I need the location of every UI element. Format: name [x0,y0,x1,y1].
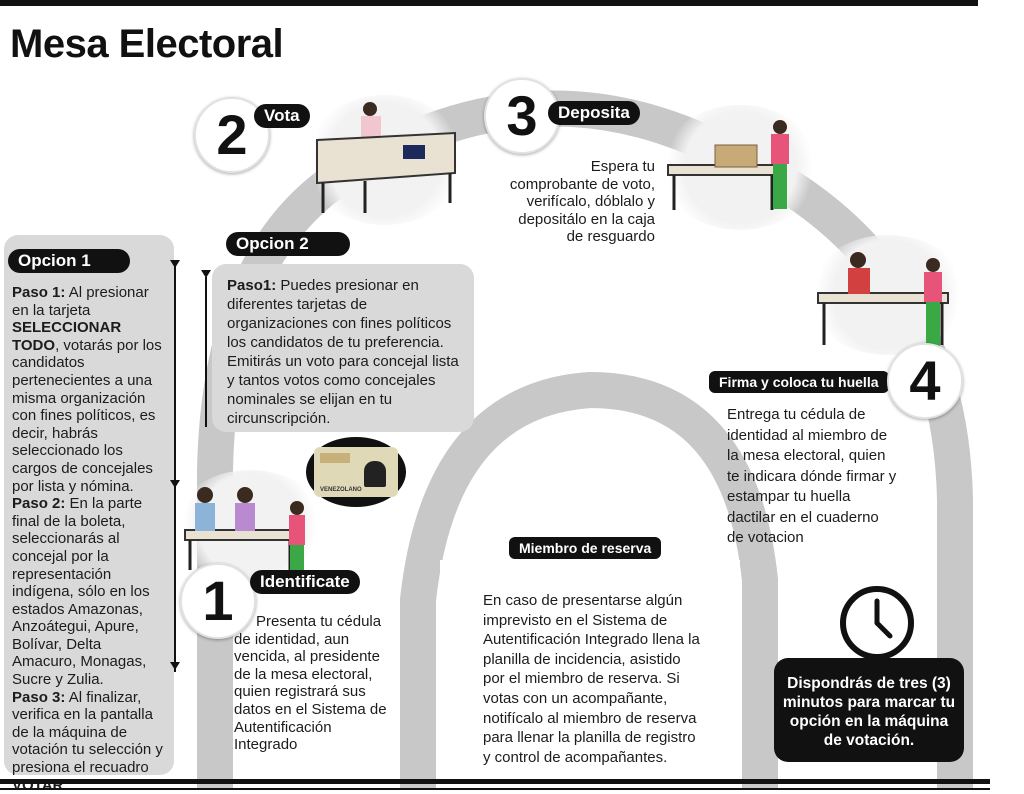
step2-illustration [305,95,465,225]
timeline-marker [201,270,211,278]
step2-label: Vota [254,104,310,128]
reserva-text: En caso de presentarse algún imprevisto … [483,592,700,766]
opcion1-paso2: Paso 2: En la parte final de la boleta, … [12,495,150,689]
bottom-rule-thin [0,788,990,790]
step3-illustration [660,105,820,230]
step3-text: Espera tu comprobante de voto, verifícal… [509,158,655,246]
opcion1-text: Paso 1: Al presionar en la tarjeta SELEC… [12,284,167,794]
opcion1-panel [4,235,174,775]
card-text: VENEZOLANO [320,487,362,493]
step4-text: Entrega tu cédula de identidad al miembr… [727,406,897,546]
step1-number: 1 [180,563,256,639]
step3-label: Deposita [548,101,640,125]
page-title: Mesa Electoral [10,22,284,66]
id-card-badge: VENEZOLANO [306,437,406,507]
step3-number: 3 [484,78,560,154]
opcion2-timeline [205,277,207,427]
step4-illustration [808,235,968,355]
opcion1-timeline [174,262,176,672]
step1-text: Presenta tu cédula de identidad, aun ven… [234,613,387,754]
timeline-marker [170,260,180,268]
step4-label: Firma y coloca tu huella [709,371,889,393]
opcion2-panel [212,264,474,432]
timeline-marker [170,662,180,670]
timeline-marker [170,480,180,488]
bottom-rule [0,779,990,784]
inner-arch [400,371,778,790]
timer-box: Dispondrás de tres (3) minutos para marc… [774,658,964,762]
ballot-box-icon [714,144,758,168]
opcion1-label: Opcion 1 [8,249,130,273]
reserva-label: Miembro de reserva [509,537,662,559]
step4-number: 4 [887,343,963,419]
opcion2-text: Paso1: Puedes presionar en diferentes ta… [227,277,459,427]
opcion1-paso1: Paso 1: Al presionar en la tarjeta SELEC… [12,284,162,495]
silhouette-icon [364,461,386,487]
top-rule [0,0,978,6]
id-card-icon: VENEZOLANO [314,447,398,497]
opcion2-label: Opcion 2 [226,232,350,256]
step1-illustration [175,470,325,580]
step1-label: Identificate [250,570,360,594]
clock-icon [838,584,916,662]
